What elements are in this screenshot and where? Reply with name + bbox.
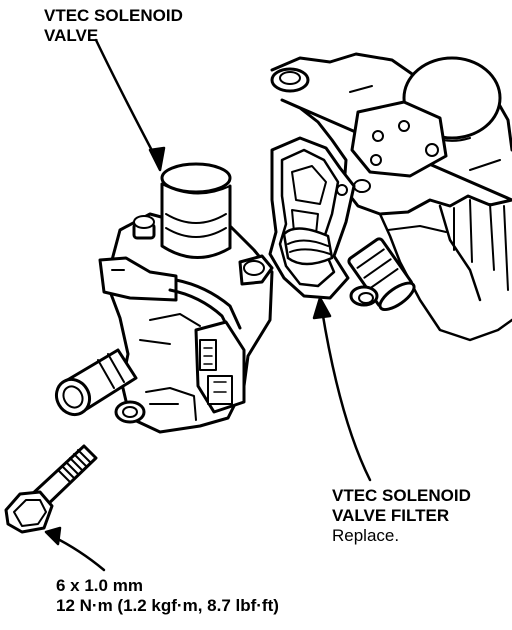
- top-bolt: [132, 215, 156, 240]
- right-bolt: [238, 254, 274, 286]
- valve-filter-note: Replace.: [332, 526, 400, 545]
- bolt-size: 6 x 1.0 mm: [56, 576, 143, 595]
- solenoid-valve-label-line1: VTEC SOLENOID: [44, 6, 183, 25]
- bolt-torque: 12 N·m (1.2 kgf·m, 8.7 lbf·ft): [56, 596, 279, 615]
- mounting-bolt: [4, 444, 98, 534]
- solenoid-valve-label-line2: VALVE: [44, 26, 99, 45]
- leader-lines: [44, 38, 372, 572]
- solenoid-valve-label: VTEC SOLENOID VALVE: [44, 6, 183, 46]
- valve-filter-label: VTEC SOLENOID VALVE FILTER Replace.: [332, 486, 471, 546]
- valve-filter-label-line1: VTEC SOLENOID: [332, 486, 471, 505]
- valve-filter-gasket: [268, 136, 356, 300]
- bolt-spec-label: 6 x 1.0 mm 12 N·m (1.2 kgf·m, 8.7 lbf·ft…: [56, 576, 279, 616]
- electrical-connector: [194, 320, 246, 414]
- vtec-solenoid-valve: [54, 162, 274, 434]
- valve-filter-label-line2: VALVE FILTER: [332, 506, 450, 525]
- oil-port: [54, 348, 138, 417]
